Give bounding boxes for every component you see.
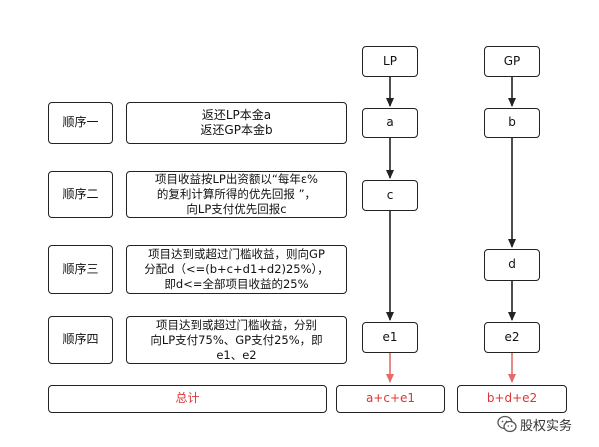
order-desc-4: 项目达到或超过门槛收益，分别 向LP支付75%、GP支付25%，即 e1、e2: [126, 316, 347, 364]
lp-total-box: a+c+e1: [336, 385, 445, 413]
order-label-4: 顺序四: [48, 316, 113, 364]
lp-header-node: LP: [362, 46, 418, 77]
order-desc-2: 项目收益按LP出资额以“每年ε% 的复利计算所得的优先回报 ”， 向LP支付优先…: [126, 171, 347, 218]
total-label-box: 总计: [48, 385, 327, 413]
gp-total-box: b+d+e2: [457, 385, 567, 413]
order-desc-3: 项目达到或超过门槛收益，则向GP 分配d（<=(b+c+d1+d2)25%）， …: [126, 245, 347, 294]
gp-node-b: b: [484, 108, 540, 138]
order-label-1: 顺序一: [48, 102, 113, 144]
gp-header-node: GP: [484, 46, 540, 77]
watermark: 股权实务: [497, 413, 597, 435]
wechat-icon: [497, 415, 517, 433]
gp-node-d: d: [484, 249, 540, 281]
gp-node-e2: e2: [484, 322, 540, 353]
lp-node-e1: e1: [362, 322, 418, 353]
lp-node-a: a: [362, 108, 418, 138]
order-label-2: 顺序二: [48, 171, 113, 218]
order-desc-1: 返还LP本金a 返还GP本金b: [126, 102, 347, 144]
watermark-text: 股权实务: [520, 418, 573, 434]
lp-node-c: c: [362, 180, 418, 211]
order-label-3: 顺序三: [48, 245, 113, 294]
